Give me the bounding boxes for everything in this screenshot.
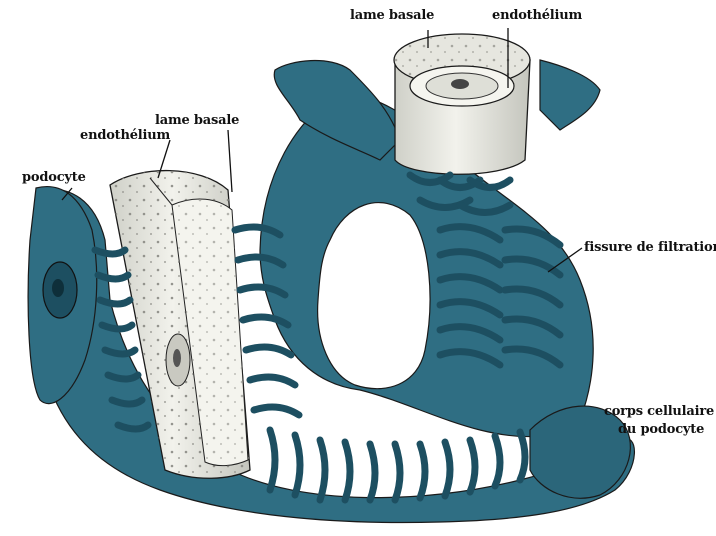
label-corps-cellulaire: corps cellulaire <box>604 404 714 419</box>
label-endothelium-left: endothélium <box>80 128 170 143</box>
label-du-podocyte: du podocyte <box>618 422 704 437</box>
top-capillary <box>394 34 530 174</box>
label-lame-basale-top: lame basale <box>350 8 434 23</box>
cell-body <box>530 406 630 498</box>
label-endothelium-top: endothélium <box>492 8 582 23</box>
label-podocyte: podocyte <box>22 170 86 185</box>
label-lame-basale-left: lame basale <box>155 113 239 128</box>
label-fissure-filtration: fissure de filtration <box>584 240 716 255</box>
